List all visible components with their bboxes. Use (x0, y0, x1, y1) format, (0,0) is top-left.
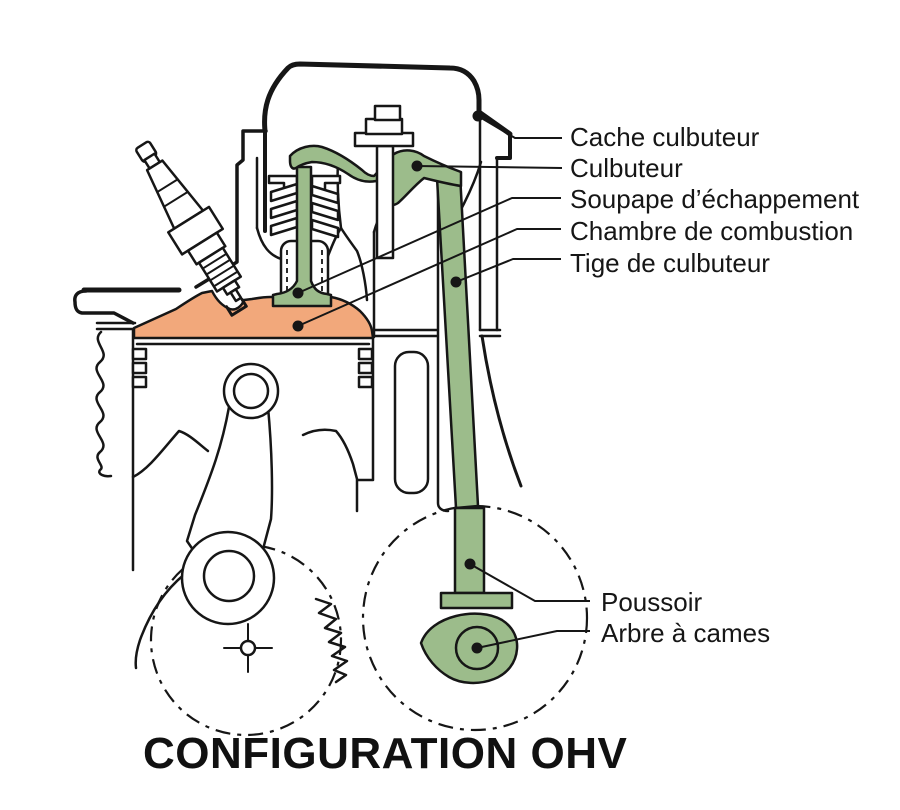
piston-rings-right (357, 347, 374, 389)
dot-combustion-chamber (292, 320, 304, 332)
tappet (439, 506, 514, 610)
rocker-cover (262, 61, 513, 160)
pushrod (435, 172, 480, 510)
piston-rings-left (131, 347, 148, 389)
connecting-rod (180, 362, 280, 626)
piston (131, 336, 375, 513)
crank-center-mark (223, 623, 273, 673)
camshaft-gear-circle (361, 504, 589, 732)
break-wavy-line (95, 330, 113, 478)
label-camshaft: Arbre à cames (601, 618, 771, 648)
dot-rocker-arm (411, 160, 423, 172)
pushrod-tunnel-slot (393, 350, 430, 495)
label-rocker-arm: Culbuteur (570, 153, 683, 183)
dot-camshaft (471, 642, 483, 654)
dot-tappet (464, 558, 476, 570)
label-rocker-cover: Cache culbuteur (570, 122, 760, 152)
dot-exhaust-valve (292, 287, 304, 299)
rocker-stud (353, 104, 415, 260)
ground-electrode (225, 297, 248, 317)
engine-block-right (372, 116, 523, 513)
label-tappet: Poussoir (601, 587, 703, 617)
spark-plug (135, 140, 248, 317)
diagram-title: CONFIGURATION OHV (143, 729, 628, 778)
dot-rocker-cover (472, 110, 484, 122)
dot-pushrod (450, 276, 462, 288)
callouts (292, 110, 590, 654)
cam-lobe (419, 612, 519, 685)
label-pushrod: Tige de culbuteur (570, 248, 770, 278)
label-exhaust-valve: Soupape d’échappement (570, 184, 860, 214)
combustion-chamber (132, 289, 375, 340)
label-combustion-chamber: Chambre de combustion (570, 216, 854, 246)
crank-gear-teeth (314, 597, 349, 684)
